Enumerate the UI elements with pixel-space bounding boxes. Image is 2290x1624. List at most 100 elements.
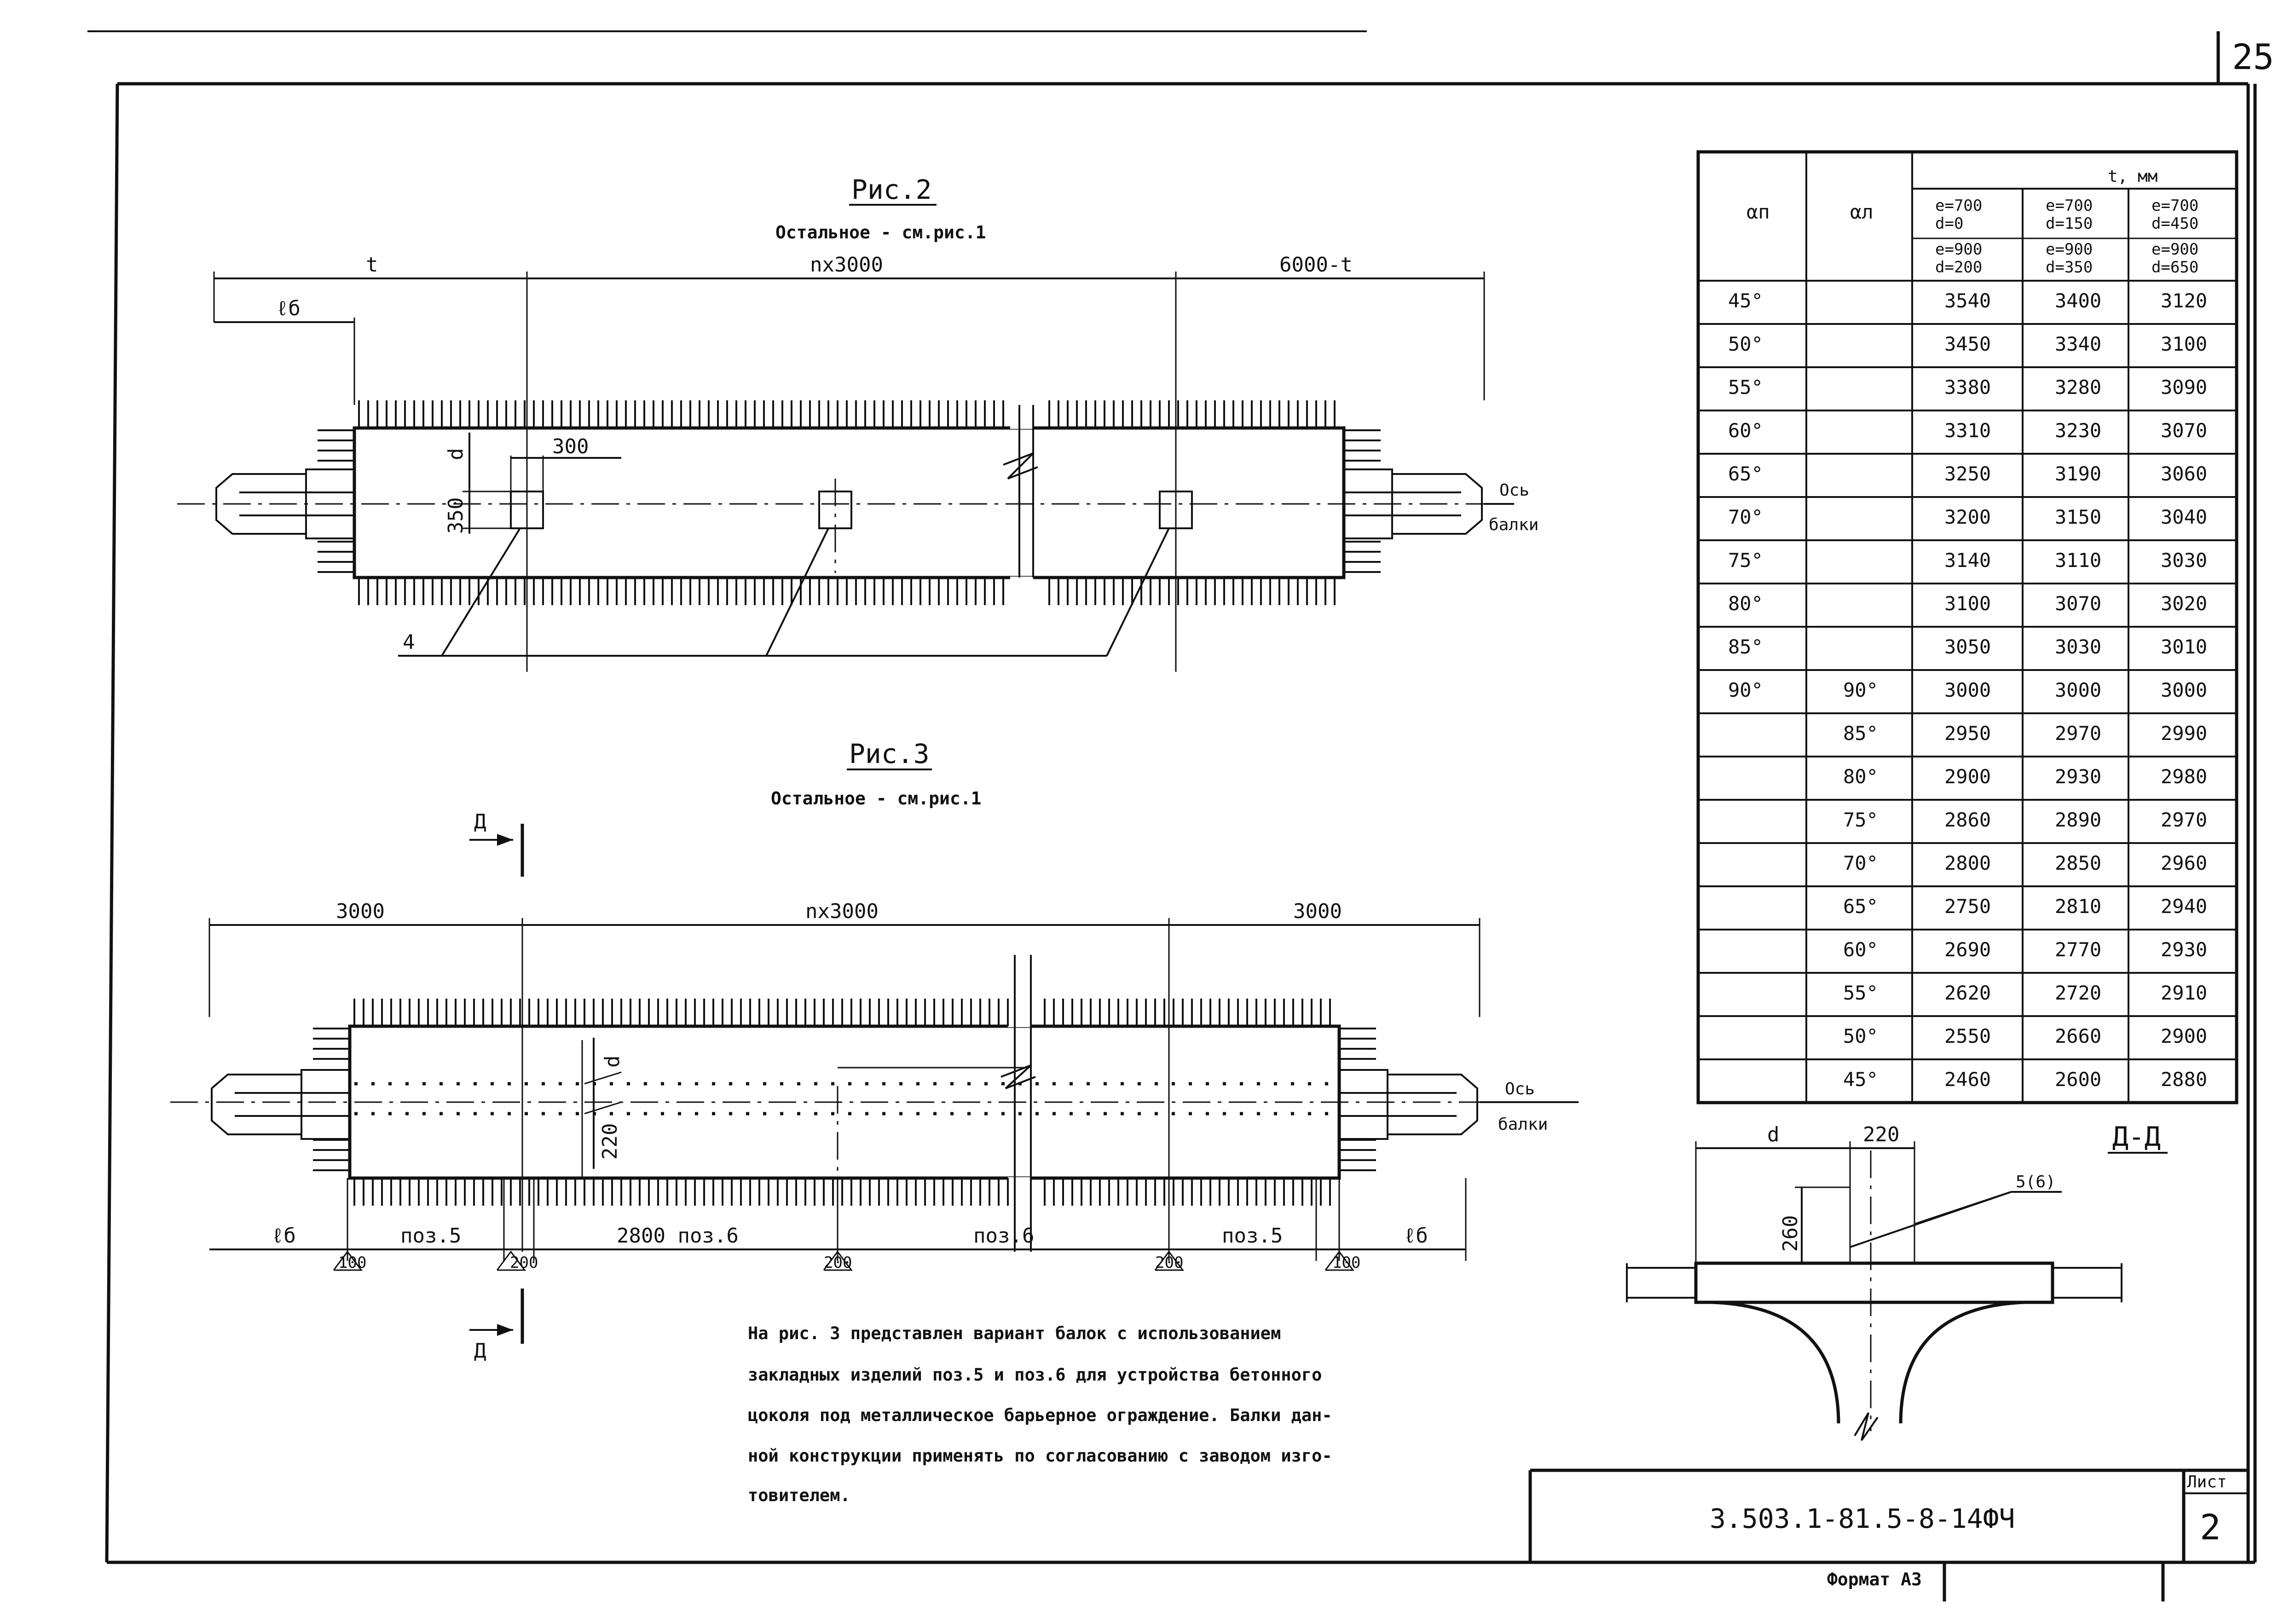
section-dim-260: 260 xyxy=(1779,1215,1802,1252)
table-sub-1-bot-2: d=200 xyxy=(1935,258,1982,277)
cell-ap: 75° xyxy=(1728,549,1763,572)
cell-t2: 3070 xyxy=(2055,592,2101,615)
cell-al: 75° xyxy=(1843,809,1878,831)
fig3-section-mark-top: Д xyxy=(474,810,486,833)
cell-ap: 50° xyxy=(1728,333,1763,355)
fig3-axis-label-2: балки xyxy=(1498,1115,1548,1134)
cell-t3: 2960 xyxy=(2161,852,2207,874)
cell-t2: 2930 xyxy=(2055,765,2101,788)
cell-t1: 3100 xyxy=(1944,592,1991,615)
table-sub-2-bot-1: e=900 xyxy=(2046,240,2093,259)
fig3-caption: Рис.3 xyxy=(849,738,930,769)
section-dim-d: d xyxy=(1767,1123,1780,1146)
note-line-1: На рис. 3 представлен вариант балок с ис… xyxy=(748,1323,1281,1343)
format-label: Формат А3 xyxy=(1827,1569,1922,1589)
table-group-header: t, мм xyxy=(2108,167,2157,186)
cell-t1: 3200 xyxy=(1944,506,1991,528)
cell-t3: 2970 xyxy=(2161,809,2207,831)
cell-t1: 3380 xyxy=(1944,376,1991,399)
fig3-m200-1: 200 xyxy=(510,1254,538,1272)
cell-t1: 3540 xyxy=(1944,289,1991,312)
cell-t3: 3000 xyxy=(2161,679,2207,701)
fig3-dim-220: 220 xyxy=(598,1123,622,1160)
table-col1-header: αп xyxy=(1746,201,1770,223)
fig2-dim-lb: ℓб xyxy=(276,297,301,320)
section-dim-220: 220 xyxy=(1863,1123,1899,1146)
cell-ap: 45° xyxy=(1728,289,1763,312)
table-grid xyxy=(1696,150,2238,1104)
fig2-plate-3 xyxy=(1159,491,1193,529)
cell-t2: 3280 xyxy=(2055,376,2101,399)
fig2-dim-span: nx3000 xyxy=(810,253,883,277)
fig3-pos5-left: поз.5 xyxy=(400,1224,461,1248)
cell-t1: 3050 xyxy=(1944,636,1991,658)
cell-t2: 3190 xyxy=(2055,462,2101,485)
fig3-pos6: поз.6 xyxy=(973,1224,1034,1248)
note-line-4: ной конструкции применять по согласовани… xyxy=(748,1446,1332,1466)
cell-t1: 2860 xyxy=(1944,809,1991,831)
fig3-mid: 2800 поз.6 xyxy=(617,1224,739,1248)
cell-ap: 70° xyxy=(1728,506,1763,528)
table-sub-2-top-1: e=700 xyxy=(2046,196,2093,215)
table-sub-3-top-2: d=450 xyxy=(2151,214,2198,233)
cell-t3: 2880 xyxy=(2161,1068,2207,1091)
fig2-axis-label-1: Ось xyxy=(1499,481,1529,500)
cell-t3: 2910 xyxy=(2161,982,2207,1004)
fig3-dim-right: 3000 xyxy=(1293,900,1342,923)
cell-al: 45° xyxy=(1843,1068,1878,1091)
cell-ap: 80° xyxy=(1728,592,1763,615)
figure-3: Рис.3 Остальное - см.рис.1 Д Д 3000 nx30… xyxy=(170,738,1579,1363)
cell-ap: 60° xyxy=(1728,419,1763,442)
cell-al: 60° xyxy=(1843,938,1878,961)
cell-t1: 2620 xyxy=(1944,982,1991,1004)
section-leader: 5(6) xyxy=(2016,1173,2056,1191)
cell-t2: 3110 xyxy=(2055,549,2101,572)
fig2-dim-d: d xyxy=(444,448,468,461)
fig3-m200-3: 200 xyxy=(1155,1254,1183,1272)
cell-al: 90° xyxy=(1843,679,1878,701)
cell-t1: 2800 xyxy=(1944,852,1991,874)
table-sub-2-bot-2: d=350 xyxy=(2046,258,2093,277)
cell-t3: 2990 xyxy=(2161,722,2207,745)
fig3-lb-left: ℓб xyxy=(272,1224,296,1248)
section-title: Д-Д xyxy=(2112,1121,2161,1152)
cell-al: 70° xyxy=(1843,852,1878,874)
sheet-label: Лист xyxy=(2187,1473,2227,1491)
cell-t2: 2850 xyxy=(2055,852,2101,874)
cell-t2: 2600 xyxy=(2055,1068,2101,1091)
cell-al: 65° xyxy=(1843,895,1878,918)
cell-t2: 2720 xyxy=(2055,982,2101,1004)
figure-2: Рис.2 Остальное - см.рис.1 t nx3000 6000… xyxy=(177,174,1538,672)
note-line-5: товителем. xyxy=(748,1485,850,1505)
cell-t3: 3120 xyxy=(2161,289,2207,312)
fig2-dim-350: 350 xyxy=(444,497,468,534)
cell-t1: 2750 xyxy=(1944,895,1991,918)
note-line-3: цоколя под металлическое барьерное ограж… xyxy=(748,1405,1332,1425)
table-sub-1-top-2: d=0 xyxy=(1935,214,1963,233)
fig3-m100-right: 100 xyxy=(1332,1254,1360,1272)
sheet-number: 2 xyxy=(2200,1507,2221,1548)
fig3-side-stubs xyxy=(313,1028,1376,1171)
cell-t1: 2690 xyxy=(1944,938,1991,961)
fig2-dim-right: 6000-t xyxy=(1279,253,1353,277)
cell-t1: 3140 xyxy=(1944,549,1991,572)
fig2-plate-1 xyxy=(510,491,544,529)
cell-t2: 3400 xyxy=(2055,289,2101,312)
fig3-lb-right: ℓб xyxy=(1404,1224,1428,1248)
cell-t3: 3100 xyxy=(2161,333,2207,355)
fig3-dim-left: 3000 xyxy=(336,900,385,923)
title-block: 3.503.1-81.5-8-14ФЧ Лист 2 Формат А3 xyxy=(1528,1468,2248,1589)
cell-t2: 3340 xyxy=(2055,333,2101,355)
cell-t3: 3090 xyxy=(2161,376,2207,399)
table-sub-3-top-1: e=700 xyxy=(2151,196,2198,215)
cell-t1: 2550 xyxy=(1944,1025,1991,1047)
fig3-subcaption: Остальное - см.рис.1 xyxy=(771,788,982,809)
cell-ap: 65° xyxy=(1728,462,1763,485)
fig2-subcaption: Остальное - см.рис.1 xyxy=(775,222,986,243)
cell-t2: 2970 xyxy=(2055,722,2101,745)
fig3-m100-left: 100 xyxy=(338,1254,366,1272)
cell-t3: 2930 xyxy=(2161,938,2207,961)
cell-al: 85° xyxy=(1843,722,1878,745)
fig3-section-mark-bottom: Д xyxy=(474,1339,486,1363)
